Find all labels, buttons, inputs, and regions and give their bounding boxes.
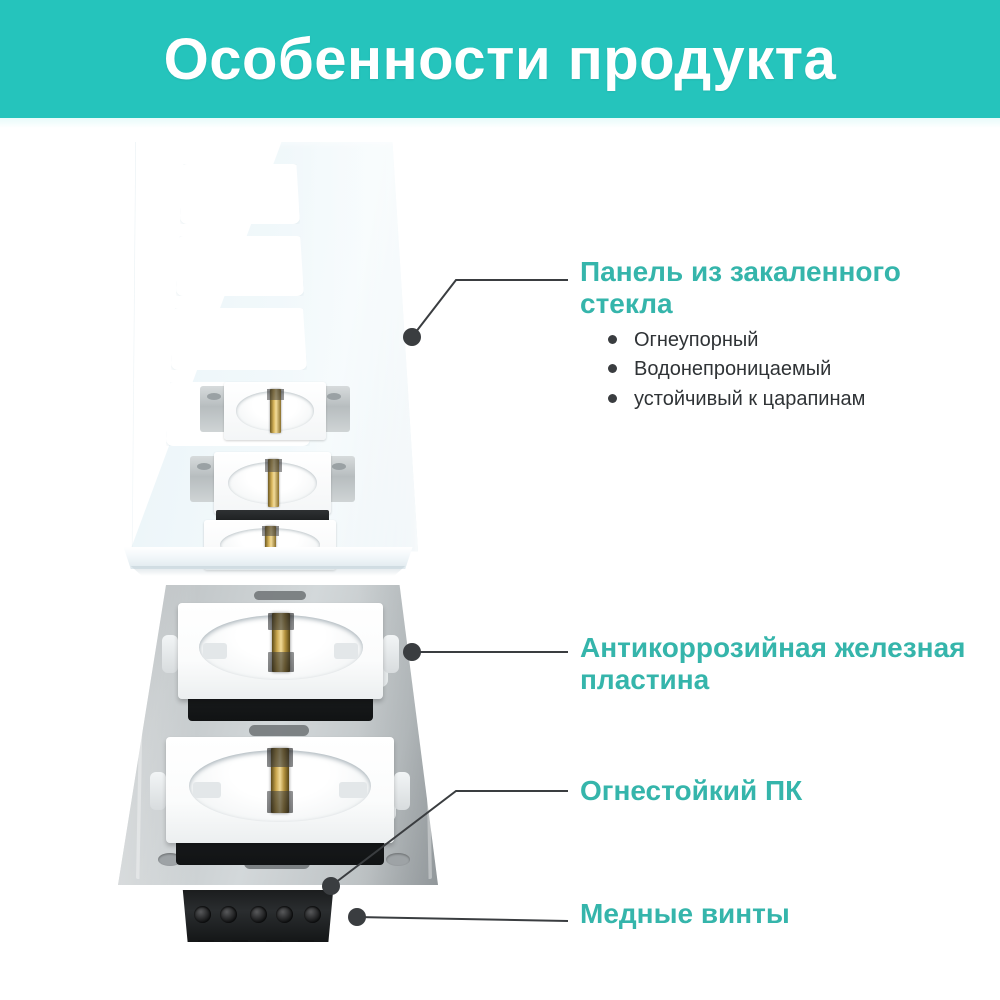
terminal-foot-1 [198,940,214,942]
bullet-item: Огнеупорный [608,326,980,356]
plate-rail-left [136,591,145,879]
glass-cutout-1 [180,164,300,224]
tempered-glass-panel [118,142,418,612]
callout-bullets-glass-panel: Огнеупорный Водонепроницаемый устойчивый… [580,326,980,415]
socket-clip-right [383,635,399,674]
socket-brass-contact [267,612,294,673]
glass-cutout-3 [171,308,307,370]
socket-clip-left [162,635,178,674]
glass-panel-bottom-bevel [123,547,413,569]
copper-screw-terminal-block [182,890,334,942]
iron-mounting-plate-assembly [118,585,448,895]
socket-brass-contact [267,388,284,434]
glass-cutout-2 [176,236,304,296]
socket-module-lower-1 [162,603,399,721]
socket-brass-contact [267,747,293,814]
plate-rail-right [423,591,432,879]
plate-slot-middle [249,725,309,736]
callout-title-fireproof-pc: Огнестойкий ПК [580,775,803,806]
product-illustration [0,120,1000,1000]
terminal-screw-1 [194,906,211,923]
socket-clip-right [394,772,410,811]
bullet-item: Водонепроницаемый [608,355,980,385]
plate-slot-top [254,591,306,600]
socket-earth-contact-right [339,781,367,799]
socket-module-upper-2 [190,452,355,526]
callout-title-iron-plate: Антикоррозийная железная пластина [580,632,966,695]
callout-title-copper-screws: Медные винты [580,898,790,929]
socket-brass-contact [262,526,279,564]
socket-earth-contact-left [202,643,228,659]
page-title: Особенности продукта [163,27,837,92]
terminal-screw-2 [220,906,237,923]
terminal-foot-2 [232,940,248,942]
header-banner: Особенности продукта [0,0,1000,120]
callout-title-glass-panel: Панель из закаленного стекла [580,256,901,319]
callout-fireproof-pc: Огнестойкий ПК [580,775,980,807]
banner-fade-divider [0,118,1000,128]
terminal-screw-4 [276,906,293,923]
callout-iron-plate: Антикоррозийная железная пластина [580,632,980,696]
callout-glass-panel: Панель из закаленного стекла Огнеупорный… [580,256,980,415]
callout-copper-screws: Медные винты [580,898,980,930]
bullet-item: устойчивый к царапинам [608,385,980,415]
socket-face [224,382,326,440]
socket-face [166,737,394,843]
socket-module-lower-2 [150,737,410,865]
glass-panel-left-rim [131,142,136,562]
socket-face [178,603,383,699]
socket-face [214,452,331,514]
terminal-foot-3 [266,940,282,942]
socket-clip-left [150,772,166,811]
socket-brass-contact [264,459,282,507]
terminal-foot-4 [298,940,314,942]
glass-panel-bottom-shadow [130,566,406,576]
terminal-screw-5 [304,906,321,923]
terminal-screw-3 [250,906,267,923]
socket-module-upper-1 [200,382,350,440]
socket-earth-contact-right [333,643,359,659]
socket-earth-contact-left [193,781,221,799]
